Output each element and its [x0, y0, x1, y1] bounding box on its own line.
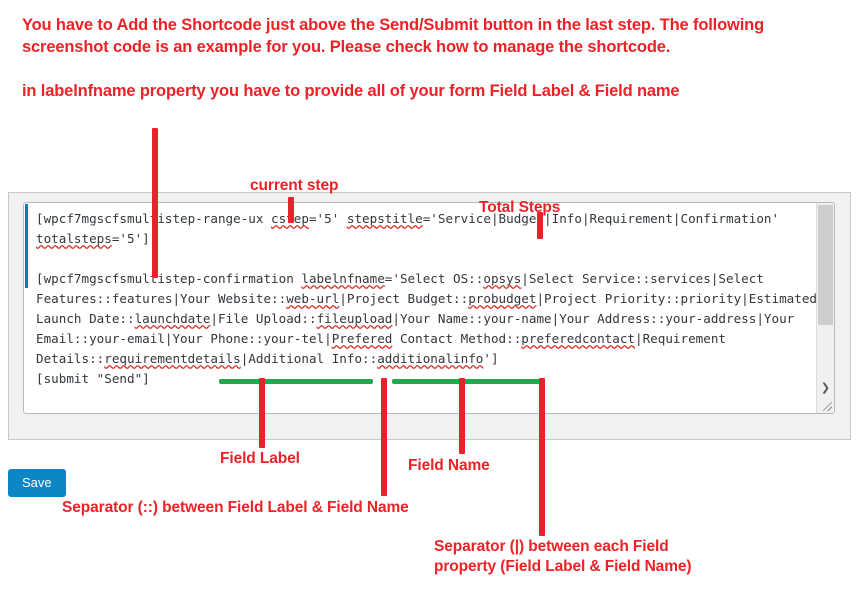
field-label-underline	[219, 379, 373, 384]
save-button[interactable]: Save	[8, 469, 66, 497]
shortcode-editor-panel: [wpcf7mgscfsmultistep-range-ux cstep='5'…	[8, 192, 851, 440]
marker-current-step	[288, 197, 294, 223]
text-caret-bar	[25, 204, 28, 288]
instruction-paragraph-1: You have to Add the Shortcode just above…	[22, 16, 765, 56]
marker-separator-colon	[381, 378, 387, 496]
shortcode-code-text[interactable]: [wpcf7mgscfsmultistep-range-ux cstep='5'…	[36, 211, 817, 386]
annotation-field-name: Field Name	[408, 457, 490, 474]
instruction-block: You have to Add the Shortcode just above…	[22, 14, 822, 102]
annotation-field-label: Field Label	[220, 450, 300, 467]
annotation-current-step: current step	[250, 177, 339, 194]
instruction-paragraph-2: in labelnfname property you have to prov…	[22, 82, 680, 100]
marker-field-label	[259, 378, 265, 448]
annotation-total-steps: Total Steps	[479, 199, 561, 216]
marker-field-name	[459, 378, 465, 454]
scrollbar-thumb[interactable]	[818, 205, 833, 325]
shortcode-textarea[interactable]: [wpcf7mgscfsmultistep-range-ux cstep='5'…	[23, 202, 835, 414]
marker-separator-pipe	[539, 378, 545, 536]
marker-labelnfname	[152, 128, 158, 278]
field-name-underline	[392, 379, 540, 384]
textarea-scrollbar[interactable]: ❯	[816, 203, 834, 413]
chevron-down-icon[interactable]: ❯	[820, 382, 831, 394]
resize-grip-icon[interactable]	[823, 402, 832, 411]
marker-total-steps	[537, 212, 543, 239]
annotation-separator-pipe: Separator (|) between each Field propert…	[434, 538, 692, 575]
annotation-separator-colon: Separator (::) between Field Label & Fie…	[62, 499, 409, 516]
